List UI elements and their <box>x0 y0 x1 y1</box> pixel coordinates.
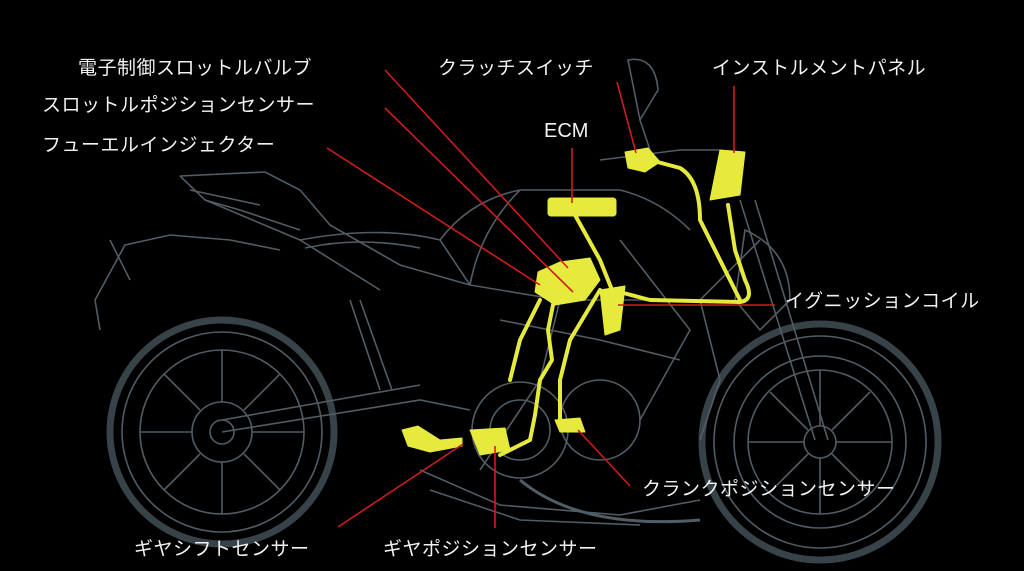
label-gear-position-sensor: ギヤポジションセンサー <box>383 538 598 560</box>
swingarm <box>221 384 471 433</box>
label-fuel-injector: フューエルインジェクター <box>42 134 276 156</box>
front-wheel <box>698 320 942 564</box>
leader-clutch <box>616 81 637 154</box>
leader-etv <box>384 69 569 269</box>
headlight <box>734 228 791 332</box>
label-electronic-throttle-valve: 電子制御スロットルバルブ <box>78 57 313 79</box>
front-fork <box>739 199 829 441</box>
tail-section <box>94 171 471 331</box>
label-instrument-panel: インストルメントパネル <box>712 57 927 79</box>
clutch-switch <box>624 147 661 173</box>
label-crank-position-sensor: クランクポジションセンサー <box>642 478 896 500</box>
label-gear-shift-sensor: ギヤシフトセンサー <box>134 538 310 560</box>
leader-ckp <box>577 429 631 487</box>
leader-injector <box>326 147 541 286</box>
label-ecm: ECM <box>544 120 589 142</box>
mirror <box>627 58 659 151</box>
label-ignition-coil: イグニッションコイル <box>785 290 980 312</box>
leader-lines <box>326 69 775 528</box>
rear-shock <box>349 299 393 391</box>
rear-wheel <box>106 316 338 548</box>
leader-tps <box>384 107 574 293</box>
ignition-coil <box>599 285 626 336</box>
label-clutch-switch: クラッチスイッチ <box>438 57 595 79</box>
instrument-panel <box>709 149 746 201</box>
crank-sensor <box>554 417 586 433</box>
wiring-harness <box>498 158 751 457</box>
ecm-unit <box>547 197 617 217</box>
gear-shift-sensor <box>401 425 463 453</box>
gear-position-sensor <box>469 427 511 456</box>
motorcycle-wireframe <box>94 58 942 564</box>
leader-gearshift <box>337 443 464 528</box>
label-throttle-position-sensor: スロットルポジションセンサー <box>42 94 316 116</box>
exhaust <box>519 478 701 524</box>
seat-tank <box>299 189 691 286</box>
